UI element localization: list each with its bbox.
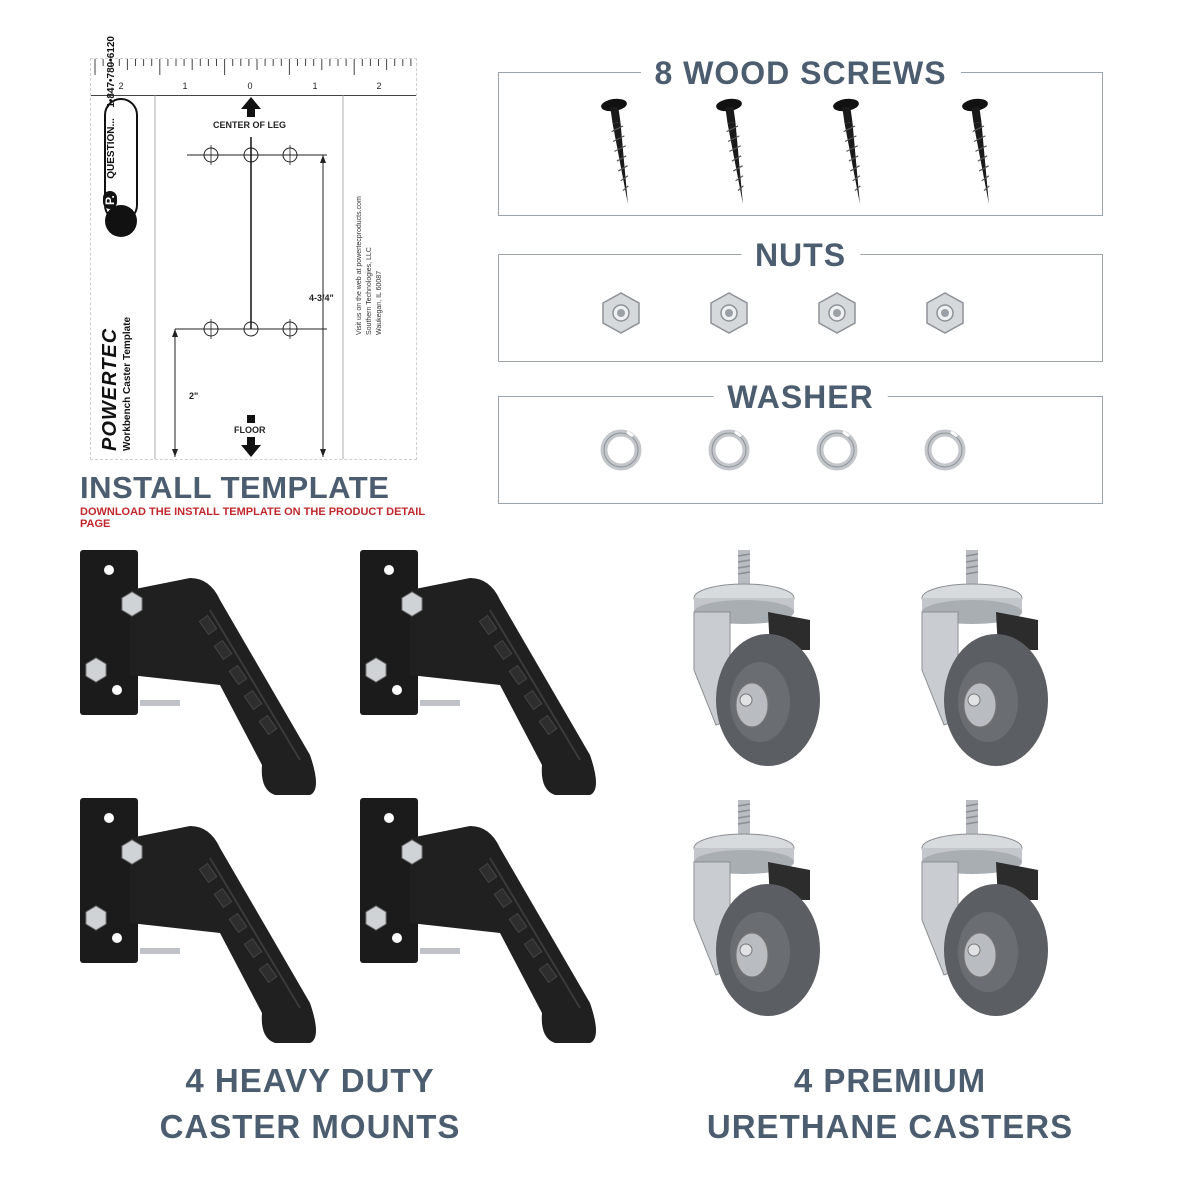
- washer-image: [499, 397, 1102, 503]
- product-name: Workbench Caster Template: [122, 316, 133, 451]
- ruler-ticks: [94, 59, 412, 75]
- question-label: QUESTION...: [106, 118, 117, 179]
- phone-number: 1•847•780•6120: [106, 36, 117, 108]
- template-drawing: [104, 95, 344, 459]
- casters-image: [693, 549, 1049, 1017]
- mounts-caption-line2: CASTER MOUNTS: [159, 1108, 461, 1145]
- question-badge: P. QUESTION... 1•847•780•6120: [101, 36, 119, 209]
- powertec-logo: POWERTEC: [99, 327, 121, 451]
- install-template-subtitle: DOWNLOAD THE INSTALL TEMPLATE ON THE PRO…: [80, 506, 425, 530]
- nuts-title: NUTS: [740, 235, 861, 275]
- mounts-caption-line1: 4 HEAVY DUTY: [185, 1062, 435, 1099]
- washer-panel: WASHER: [498, 377, 1103, 504]
- wood-screws-image: [599, 96, 1003, 207]
- brand-block: POWERTEC Workbench Caster Template: [99, 317, 133, 451]
- ruler-number: 0: [247, 81, 253, 91]
- caster-mounts-image: [79, 550, 597, 1044]
- washer-title: WASHER: [713, 377, 888, 417]
- dimension-long-label: 4-3/4": [309, 293, 334, 303]
- install-template-title: INSTALL TEMPLATE: [80, 470, 390, 505]
- install-template-card: 2 1 0 1 2: [90, 36, 417, 460]
- web-line: Visit us on the web at powertecproducts.…: [356, 196, 363, 335]
- template-ruler: 2 1 0 1 2: [91, 59, 416, 96]
- floor-label: FLOOR: [234, 425, 266, 435]
- ruler-number: 1: [182, 81, 188, 91]
- company-address: Waukegan, IL 60087: [376, 270, 383, 335]
- casters-caption-line1: 4 PREMIUM: [793, 1062, 987, 1099]
- ruler-number: 1: [312, 81, 318, 91]
- dimension-short-label: 2": [189, 391, 199, 401]
- casters-caption-line2: URETHANE CASTERS: [706, 1108, 1074, 1145]
- wood-screws-panel: 8 WOOD SCREWS: [498, 53, 1103, 216]
- nuts-image: [602, 292, 964, 334]
- wood-screws-title: 8 WOOD SCREWS: [640, 53, 961, 93]
- ruler-number: 2: [118, 81, 124, 91]
- ruler-number: 2: [376, 81, 382, 91]
- company-info: Visit us on the web at powertecproducts.…: [355, 196, 385, 335]
- center-of-leg-label: CENTER OF LEG: [213, 120, 287, 130]
- company-name: Southern Technologies, LLC: [366, 247, 373, 335]
- nuts-panel: NUTS: [498, 235, 1103, 362]
